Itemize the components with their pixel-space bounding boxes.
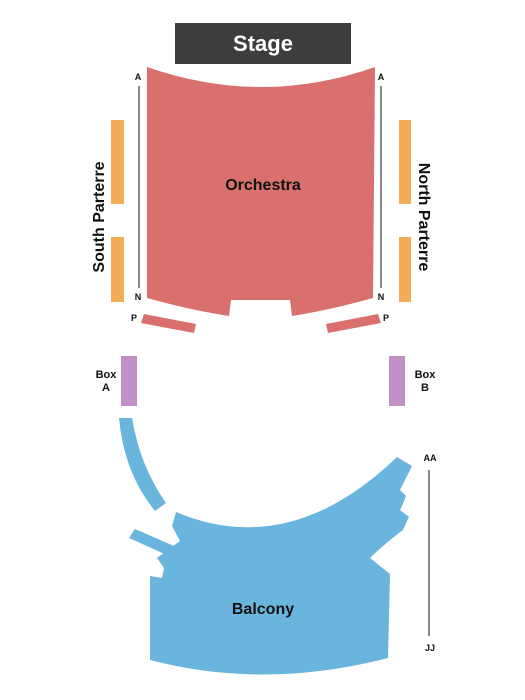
row-n-right: N — [378, 292, 385, 302]
orchestra-seating-area[interactable] — [147, 67, 375, 316]
section-box-b[interactable]: Box B — [389, 356, 436, 406]
balcony-left-stub[interactable] — [129, 529, 174, 556]
section-orchestra[interactable]: Orchestra — [141, 67, 381, 333]
balcony-row-markers: AA JJ — [424, 453, 437, 653]
section-south-parterre[interactable]: South Parterre — [91, 120, 124, 302]
box-b-block[interactable] — [389, 356, 405, 406]
box-a-label-line1: Box — [96, 369, 118, 381]
orchestra-row-p-right[interactable] — [326, 314, 381, 333]
row-p-left-label: P — [131, 313, 137, 323]
balcony-row-jj: JJ — [425, 643, 435, 653]
south-parterre-label: South Parterre — [91, 161, 108, 272]
box-a-label-line2: A — [102, 382, 110, 394]
south-parterre-lower[interactable] — [111, 237, 124, 302]
balcony-label: Balcony — [232, 601, 294, 618]
section-north-parterre[interactable]: North Parterre — [399, 120, 432, 302]
stage-block — [175, 23, 351, 64]
balcony-left-front-strip[interactable] — [119, 418, 166, 511]
stage: Stage — [175, 23, 351, 64]
row-p-right-label: P — [383, 313, 389, 323]
north-parterre-label: North Parterre — [415, 163, 432, 272]
balcony-row-aa: AA — [424, 453, 437, 463]
section-box-a[interactable]: Box A — [96, 356, 137, 406]
box-b-label-line2: B — [421, 382, 429, 394]
south-parterre-upper[interactable] — [111, 120, 124, 204]
north-parterre-lower[interactable] — [399, 237, 411, 302]
orchestra-row-p-left[interactable] — [141, 314, 196, 333]
row-n-left: N — [135, 292, 142, 302]
orchestra-row-markers: A N A N P P — [131, 72, 389, 323]
stage-label: Stage — [233, 31, 293, 56]
section-balcony[interactable]: Balcony — [119, 418, 412, 675]
north-parterre-upper[interactable] — [399, 120, 411, 204]
row-a-right: A — [378, 72, 385, 82]
box-b-label-line1: Box — [415, 369, 437, 381]
box-a-block[interactable] — [121, 356, 137, 406]
row-a-left: A — [135, 72, 142, 82]
orchestra-label: Orchestra — [225, 177, 301, 194]
balcony-main-seating[interactable] — [150, 457, 412, 675]
